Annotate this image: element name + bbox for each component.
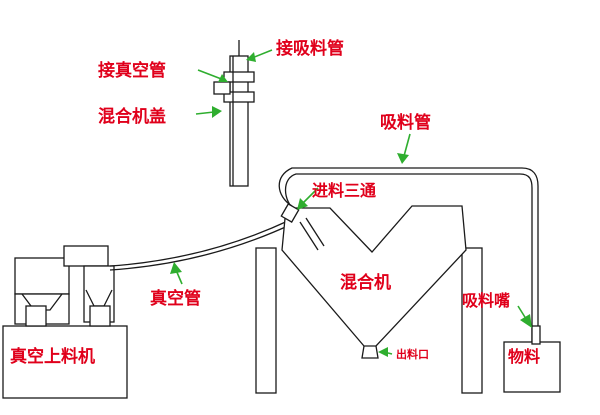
arrow-mixer-lid-head — [212, 106, 222, 118]
arrow-three-way — [301, 187, 319, 205]
vacuum-pipe-outer — [109, 219, 291, 267]
v-mixer — [255, 203, 483, 394]
label-vacuum-pipe: 真空管 — [150, 288, 201, 309]
suction-pipe-outer — [278, 167, 539, 345]
mixer-frame-right — [461, 247, 483, 394]
arrow-suction-port-head — [246, 52, 256, 62]
mixer-frame-left — [255, 247, 277, 394]
label-vacuum-port: 接真空管 — [98, 60, 166, 81]
arrow-three-way-head — [297, 198, 308, 210]
lid-flange-bottom — [223, 91, 255, 103]
lid-flange-top — [223, 71, 255, 83]
label-three-way-inlet: 进料三通 — [312, 181, 376, 200]
arrow-suction-pipe — [403, 133, 411, 157]
label-suction-pipe-port: 接吸料管 — [276, 38, 344, 59]
vacuum-port-stub — [213, 81, 231, 95]
arrow-suction-nozzle-head — [520, 314, 532, 328]
label-vacuum-loader: 真空上料机 — [10, 346, 95, 367]
vacuum-pipe-inner — [109, 223, 293, 271]
loader-foot-right — [89, 305, 111, 327]
arrow-suction-pipe-head — [397, 153, 409, 164]
v-body — [281, 205, 467, 347]
loader-top-tank — [63, 245, 109, 267]
loader-filter-box — [14, 257, 70, 295]
label-material: 物料 — [508, 347, 540, 366]
outlet-spout — [361, 345, 379, 359]
arrow-suction-port — [251, 49, 273, 59]
three-way-inlet — [280, 203, 300, 223]
material-container — [503, 325, 561, 393]
mixer-lid-assembly — [213, 40, 255, 187]
vacuum-loader-machine — [2, 245, 128, 399]
arrow-vacuum-port — [197, 69, 225, 81]
container-body — [503, 341, 561, 393]
inlet-tube — [299, 221, 319, 251]
loader-foot-left — [25, 305, 47, 327]
loader-base — [2, 325, 128, 399]
label-mixer: 混合机 — [340, 272, 391, 293]
label-suction-pipe: 吸料管 — [380, 112, 431, 133]
arrow-vacuum-pipe-head — [170, 262, 182, 274]
inlet-tube-2 — [305, 217, 325, 247]
suction-pipe-inner — [284, 173, 533, 345]
label-suction-nozzle: 吸料嘴 — [462, 291, 510, 310]
suction-nozzle — [531, 325, 541, 345]
arrow-outlet-head — [378, 347, 388, 357]
label-mixer-lid: 混合机盖 — [98, 106, 166, 127]
arrow-mixer-lid — [195, 111, 215, 115]
arrow-vacuum-port-head — [218, 74, 228, 82]
label-outlet: 出料口 — [396, 347, 429, 361]
pointer-arrows — [170, 49, 532, 357]
